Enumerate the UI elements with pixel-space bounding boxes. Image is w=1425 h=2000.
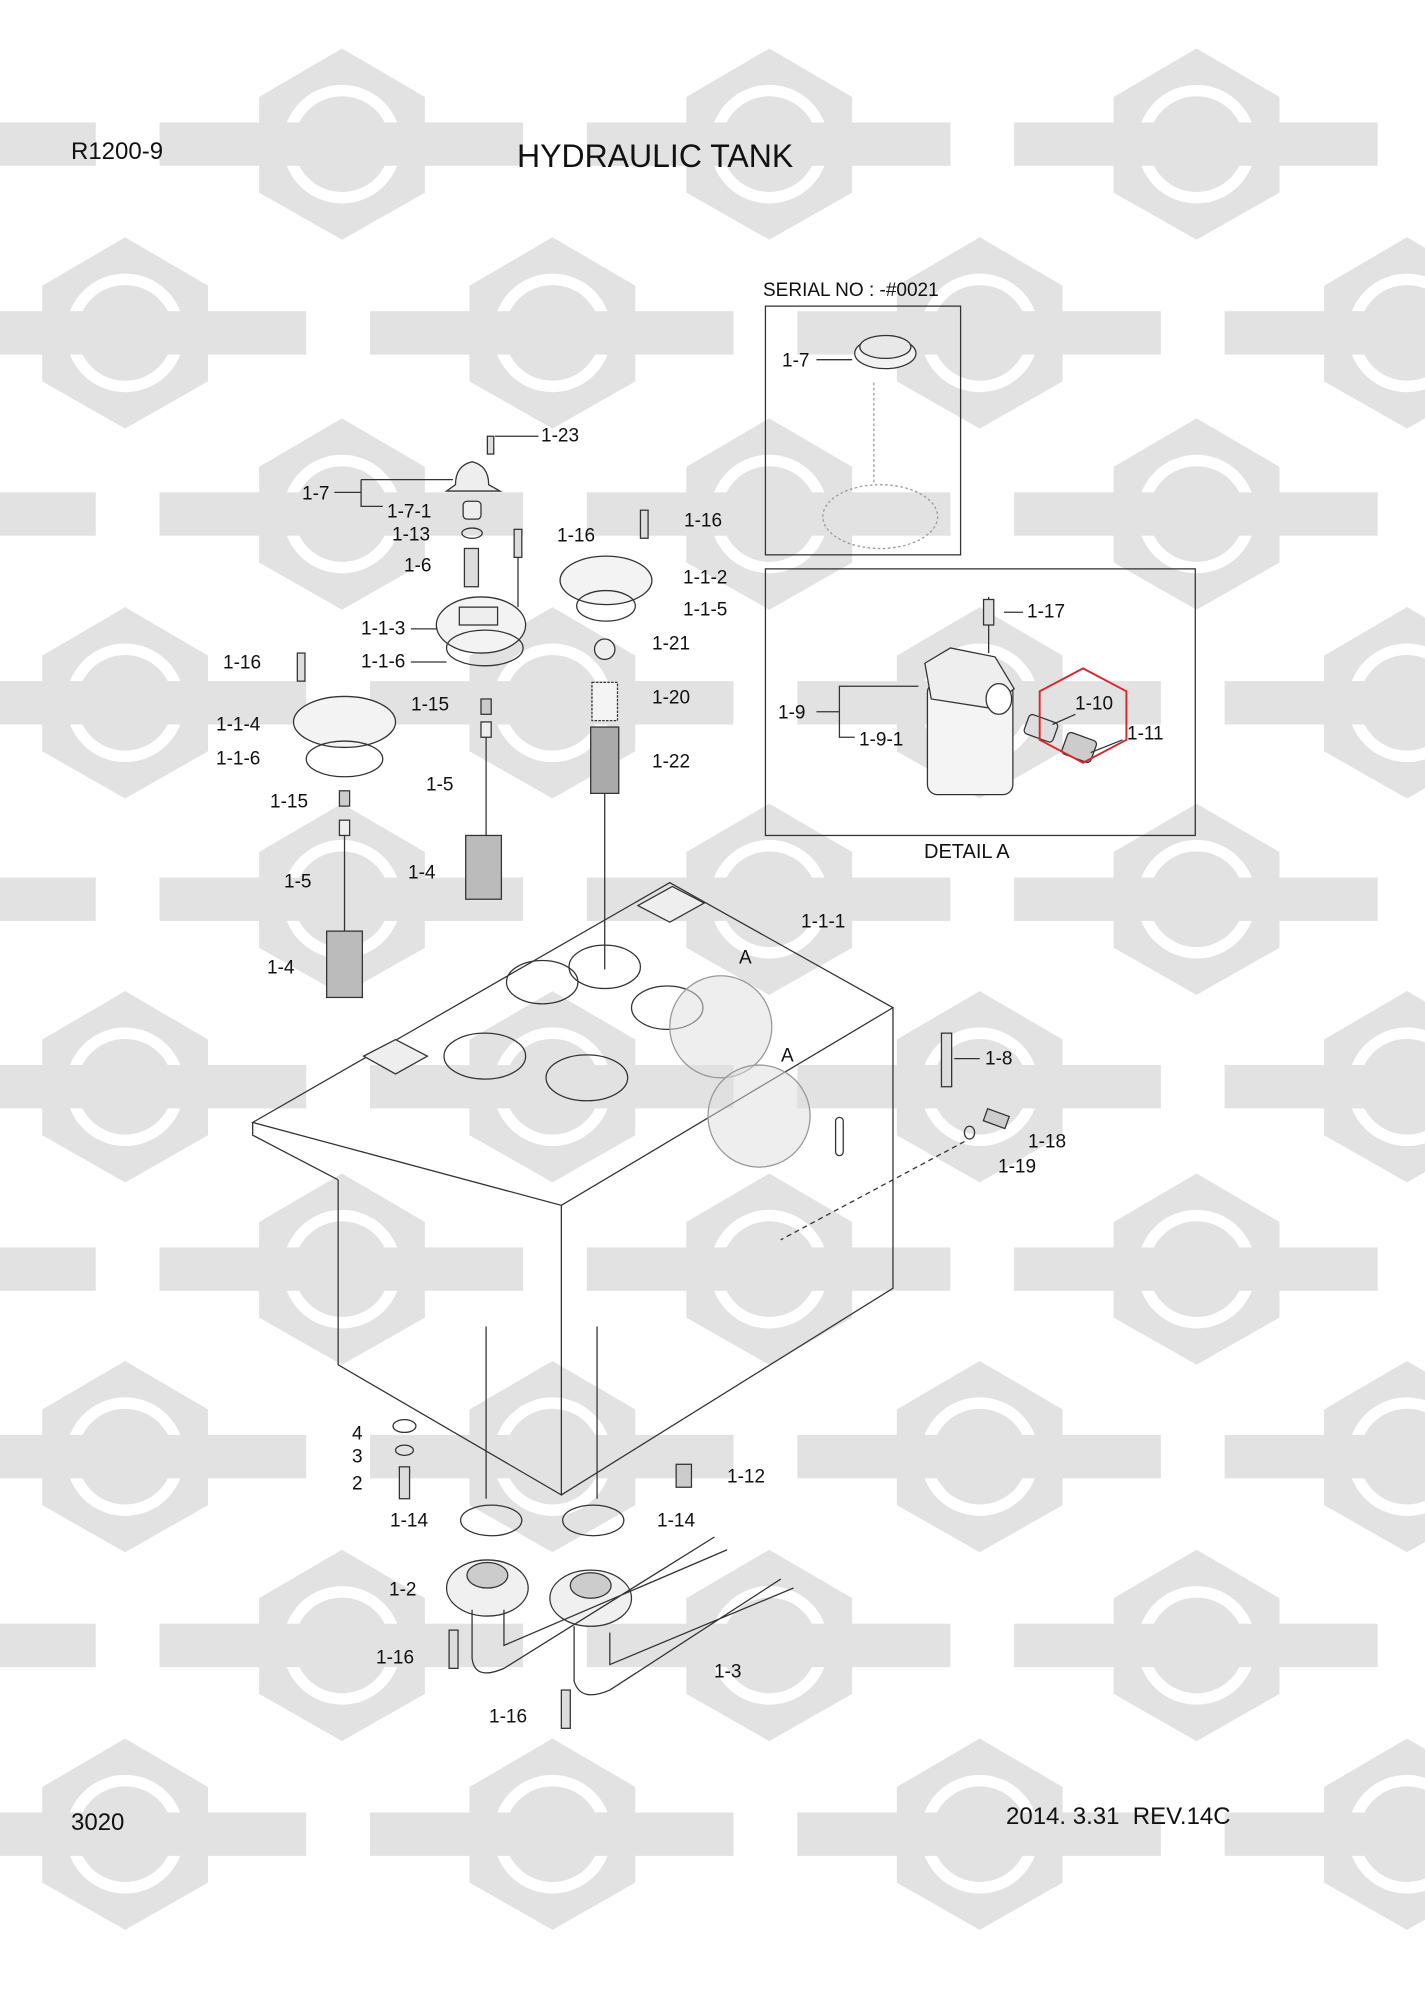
- part-callout: 1-1-6: [216, 748, 261, 770]
- watermark-logo: [0, 492, 96, 536]
- watermark-logo: [586, 418, 951, 610]
- watermark-logo: [0, 1360, 307, 1553]
- part-callout: 1-5: [426, 774, 454, 796]
- watermark-logo: [0, 122, 96, 166]
- watermark-logo: [370, 237, 734, 429]
- part-callout: 1-6: [404, 555, 432, 577]
- watermark-logo: [0, 237, 307, 429]
- part-callout: 1-16: [489, 1706, 528, 1728]
- detail-a-frame: [764, 568, 1196, 837]
- watermark-logo: [586, 1173, 951, 1365]
- watermark-logo: [159, 1549, 524, 1742]
- detail-label: 1-9-1: [859, 729, 904, 751]
- watermark-logo: [586, 1549, 951, 1742]
- watermark-logo: [1014, 1173, 1378, 1365]
- watermark-logo: [1224, 1738, 1425, 1930]
- watermark-logo: [797, 1360, 1161, 1553]
- part-callout: 1-2: [389, 1579, 417, 1601]
- watermark-logo: [1014, 48, 1378, 240]
- watermark-logo: [1224, 607, 1425, 799]
- watermark-logo: [1014, 418, 1378, 610]
- part-callout: 1-12: [727, 1466, 766, 1488]
- part-callout: 1-4: [408, 862, 436, 884]
- part-callout: 1-14: [657, 1510, 696, 1532]
- serial-caption: SERIAL NO : -#0021: [763, 280, 939, 301]
- date-revision: 2014. 3.31 REV.14C: [1006, 1803, 1231, 1830]
- part-callout: 1-16: [684, 510, 723, 532]
- watermark-logo: [1224, 237, 1425, 429]
- watermark-logo: [159, 803, 524, 995]
- watermark-logo: [370, 1738, 734, 1930]
- detail-label: 1-9: [778, 702, 806, 724]
- small-parts-right: [940, 1032, 1011, 1140]
- suction-pipes: [392, 1326, 794, 1729]
- part-callout: 1-15: [411, 694, 450, 716]
- header-model: R1200-9: [71, 138, 164, 165]
- part-callout: 1-22: [652, 751, 691, 773]
- watermark-logo: [159, 1173, 524, 1365]
- part-callout: 1-16: [557, 525, 596, 547]
- part-callout: 1-7: [302, 483, 330, 505]
- highlight-hexagon: [1038, 667, 1128, 764]
- part-callout: 1-21: [652, 633, 691, 655]
- part-callout: 1-15: [270, 791, 309, 813]
- watermark-logo: [797, 237, 1161, 429]
- cover-plate-left: [292, 652, 503, 999]
- part-callout: 1-8: [985, 1048, 1013, 1070]
- detail-label: 1-11: [1127, 723, 1164, 745]
- watermark-logo: [0, 1738, 307, 1930]
- detail-label: 1-17: [1027, 601, 1066, 623]
- return-filter-assembly: [816, 596, 1128, 796]
- watermark-logo: [370, 1360, 734, 1553]
- part-callout: 1-16: [376, 1647, 415, 1669]
- part-callout: 1-1-5: [683, 599, 728, 621]
- watermark-logo: [1014, 1549, 1378, 1742]
- detail-label: 1-10: [1075, 693, 1114, 715]
- part-callout: 1-1-2: [683, 567, 728, 589]
- breather-assembly: [334, 435, 539, 667]
- watermark-logo: [0, 877, 96, 921]
- watermark-logo: [797, 1738, 1161, 1930]
- watermark-logo: [1224, 1360, 1425, 1553]
- watermark-logo: [586, 48, 951, 240]
- page-title: HYDRAULIC TANK: [517, 138, 794, 174]
- watermark-logo: [1014, 803, 1378, 995]
- serial-label: 1-7: [782, 350, 810, 372]
- part-callout: 1-20: [652, 687, 691, 709]
- watermark-logo: [159, 418, 524, 610]
- part-callout: 1-4: [267, 957, 295, 979]
- part-callout: 1-23: [541, 425, 580, 447]
- part-callout: 1-1-6: [361, 651, 406, 673]
- part-callout: 1-13: [392, 524, 431, 546]
- part-callout: 1-7-1: [387, 501, 432, 523]
- part-callout: 1-18: [1028, 1131, 1067, 1153]
- breather-cap-old: [816, 334, 939, 550]
- watermark-logo: [159, 48, 524, 240]
- part-callout: 1-3: [714, 1661, 742, 1683]
- part-callout: 4: [352, 1423, 363, 1445]
- watermark-logo: [797, 991, 1161, 1183]
- part-callout: 1-1-4: [216, 714, 261, 736]
- part-callout: 1-1-3: [361, 618, 406, 640]
- watermark-logo: [0, 1623, 96, 1668]
- serial-box-frame: [764, 305, 962, 556]
- page-number: 3020: [71, 1809, 125, 1836]
- part-callout: 1-16: [223, 652, 262, 674]
- cover-plate-right: [559, 509, 653, 970]
- part-callout: 1-5: [284, 871, 312, 893]
- watermark-logo: [0, 607, 307, 799]
- detail-caption: DETAIL A: [924, 841, 1010, 863]
- part-callout: A: [739, 947, 752, 969]
- watermark-logo: [1224, 991, 1425, 1183]
- part-callout: 1-14: [390, 1510, 429, 1532]
- part-callout: A: [781, 1045, 794, 1067]
- watermark-logo: [0, 1247, 96, 1291]
- part-callout: 2: [352, 1473, 363, 1495]
- part-callout: 1-19: [998, 1156, 1037, 1178]
- hydraulic-tank-body: [251, 881, 965, 1497]
- part-callout: 3: [352, 1446, 363, 1468]
- watermark-logo: [0, 991, 307, 1183]
- part-callout: 1-1-1: [801, 911, 846, 933]
